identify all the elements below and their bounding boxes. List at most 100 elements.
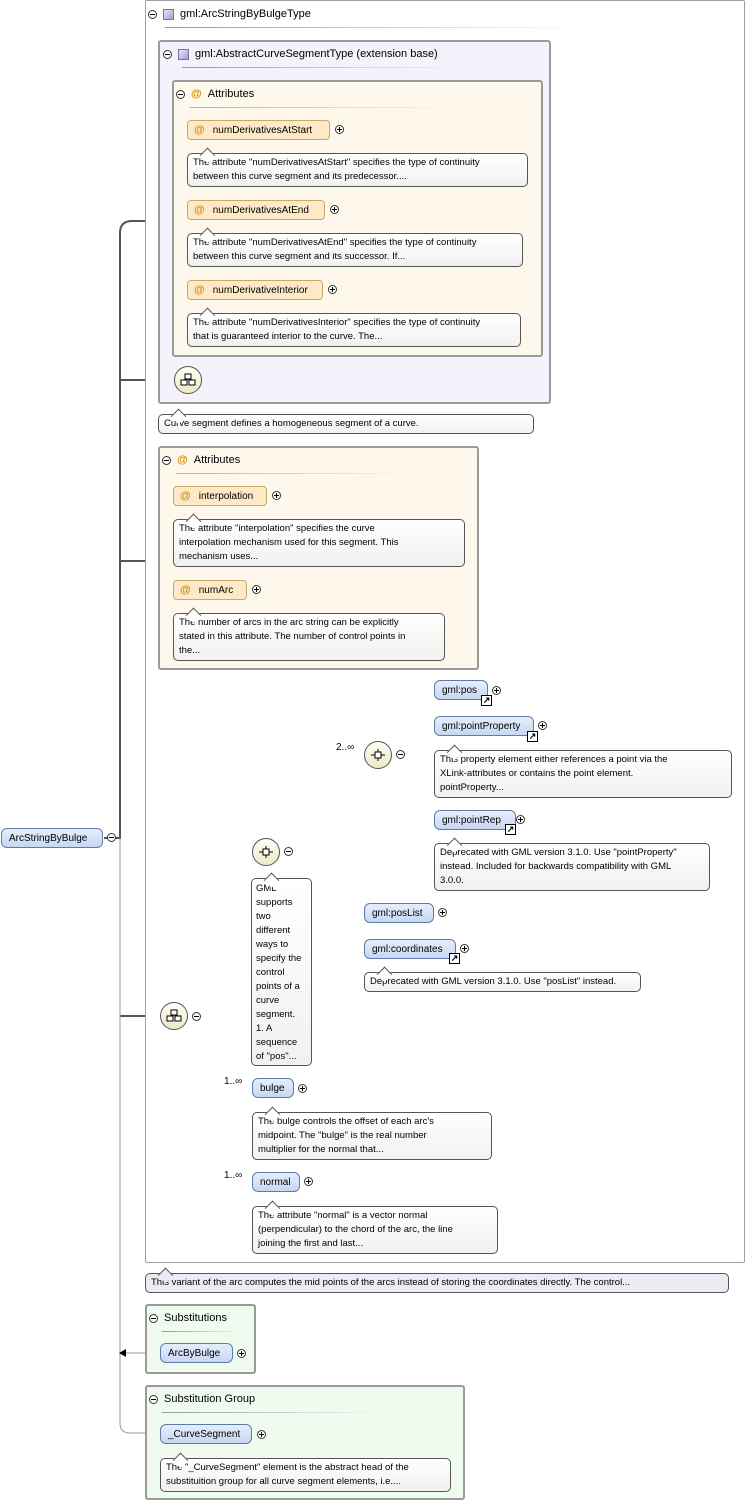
header-divider — [176, 473, 416, 474]
doc-line: The "_CurveSegment" element is the abstr… — [166, 1462, 409, 1473]
sequence-icon — [180, 373, 196, 386]
sequence-compositor[interactable] — [160, 1002, 188, 1030]
attributes-title: Attributes — [207, 88, 255, 100]
documentation-note: GML supports two different ways to speci… — [251, 878, 312, 1066]
choice-compositor[interactable] — [252, 838, 280, 866]
expand-icon[interactable] — [328, 285, 337, 294]
doc-line: between this curve segment and its prede… — [193, 171, 407, 182]
doc-line: The bulge controls the offset of each ar… — [258, 1116, 434, 1127]
element-gml-coordinates[interactable]: gml:coordinates — [364, 939, 456, 959]
doc-line: Deprecated with GML version 3.1.0. Use "… — [370, 976, 617, 987]
doc-line: GML — [256, 883, 277, 894]
header-divider — [165, 27, 585, 28]
collapse-icon[interactable] — [149, 1313, 158, 1323]
reference-arrow-icon: ↗ — [505, 824, 516, 835]
collapse-icon[interactable] — [284, 847, 293, 856]
attribute-numArc[interactable]: @ numArc — [173, 580, 247, 600]
element-gml-pointProperty[interactable]: gml:pointProperty — [434, 716, 534, 736]
sequence-compositor[interactable] — [174, 366, 202, 394]
element-ArcByBulge[interactable]: ArcByBulge — [160, 1343, 233, 1363]
choice-compositor[interactable] — [364, 741, 392, 769]
expand-icon[interactable] — [538, 721, 547, 730]
reference-arrow-icon: ↗ — [449, 953, 460, 964]
documentation-note: Deprecated with GML version 3.1.0. Use "… — [364, 972, 641, 992]
element-normal[interactable]: normal — [252, 1172, 300, 1192]
doc-line: control — [256, 967, 285, 978]
choice-icon — [259, 846, 273, 858]
substitutions-title: Substitutions — [164, 1312, 227, 1324]
root-element-ArcStringByBulge[interactable]: ArcStringByBulge — [1, 828, 103, 848]
attribute-icon: @ — [191, 88, 202, 100]
expand-icon[interactable] — [272, 491, 281, 500]
expand-icon[interactable] — [460, 944, 469, 953]
attribute-interpolation[interactable]: @ interpolation — [173, 486, 267, 506]
choice-icon — [371, 749, 385, 761]
attributes-header: @ Attributes — [162, 454, 240, 466]
doc-line: Curve segment defines a homogeneous segm… — [164, 418, 419, 429]
doc-line: two — [256, 911, 271, 922]
element-name: ArcByBulge — [168, 1347, 221, 1359]
sequence-icon — [166, 1009, 182, 1022]
doc-line: The attribute "numDerivativesInterior" s… — [193, 317, 481, 328]
documentation-note: The attribute "normal" is a vector norma… — [252, 1206, 498, 1254]
collapse-icon[interactable] — [396, 750, 405, 759]
element-_CurveSegment[interactable]: _CurveSegment — [160, 1424, 252, 1444]
documentation-note: The "_CurveSegment" element is the abstr… — [160, 1458, 451, 1492]
expand-icon[interactable] — [257, 1430, 266, 1439]
documentation-note: The attribute "numDerivativesAtStart" sp… — [187, 153, 528, 187]
expand-icon[interactable] — [237, 1349, 246, 1358]
doc-line: segment. — [256, 1009, 296, 1020]
expand-icon[interactable] — [335, 125, 344, 134]
doc-line: The number of arcs in the arc string can… — [179, 617, 399, 628]
collapse-icon[interactable] — [192, 1012, 201, 1021]
element-bulge[interactable]: bulge — [252, 1078, 294, 1098]
element-name: gml:pointProperty — [442, 720, 521, 732]
element-name: gml:coordinates — [372, 943, 443, 955]
doc-line: Deprecated with GML version 3.1.0. Use "… — [440, 847, 677, 858]
collapse-icon[interactable] — [163, 49, 172, 59]
element-name: ArcStringByBulge — [9, 832, 88, 844]
doc-line: XLink-attributes or contains the point e… — [440, 768, 634, 779]
attribute-icon: @ — [194, 284, 205, 296]
attribute-icon: @ — [194, 124, 205, 136]
expand-icon[interactable] — [298, 1084, 307, 1093]
doc-line: supports — [256, 897, 293, 908]
expand-icon[interactable] — [492, 686, 501, 695]
documentation-note: The bulge controls the offset of each ar… — [252, 1112, 492, 1160]
collapse-icon[interactable] — [162, 455, 171, 465]
substitution-group-title: Substitution Group — [164, 1393, 256, 1405]
collapse-icon[interactable] — [148, 9, 157, 19]
doc-line: sequence — [256, 1037, 298, 1048]
attribute-numDerivativesAtEnd[interactable]: @ numDerivativesAtEnd — [187, 200, 325, 220]
doc-line: pointProperty... — [440, 782, 504, 793]
expand-icon[interactable] — [252, 585, 261, 594]
substitutions-header: Substitutions — [149, 1312, 227, 1324]
extension-base-header: gml:AbstractCurveSegmentType (extension … — [163, 48, 438, 60]
attribute-name: numDerivativesAtEnd — [212, 204, 309, 216]
element-gml-pos[interactable]: gml:pos — [434, 680, 488, 700]
expand-icon[interactable] — [516, 815, 525, 824]
element-name: _CurveSegment — [168, 1428, 241, 1440]
doc-line: substituition group for all curve segmen… — [166, 1476, 401, 1487]
expand-icon[interactable] — [304, 1177, 313, 1186]
complex-type-icon — [178, 48, 189, 60]
element-name: bulge — [260, 1082, 285, 1094]
element-gml-posList[interactable]: gml:posList — [364, 903, 434, 923]
element-name: normal — [260, 1176, 291, 1188]
header-divider — [162, 1412, 382, 1413]
expand-icon[interactable] — [330, 205, 339, 214]
reference-arrow-icon: ↗ — [481, 695, 492, 706]
attribute-numDerivativeInterior[interactable]: @ numDerivativeInterior — [187, 280, 323, 300]
documentation-note: The attribute "numDerivativesAtEnd" spec… — [187, 233, 523, 267]
doc-line: The attribute "numDerivativesAtStart" sp… — [193, 157, 480, 168]
collapse-icon[interactable] — [176, 89, 185, 99]
attribute-name: interpolation — [198, 490, 254, 502]
collapse-icon[interactable] — [149, 1394, 158, 1404]
expand-icon[interactable] — [438, 908, 447, 917]
collapse-icon[interactable] — [107, 833, 116, 842]
attribute-numDerivativesAtStart[interactable]: @ numDerivativesAtStart — [187, 120, 330, 140]
doc-line: that is guaranteed interior to the curve… — [193, 331, 383, 342]
documentation-note: The attribute "interpolation" specifies … — [173, 519, 465, 567]
documentation-note: The number of arcs in the arc string can… — [173, 613, 445, 661]
element-gml-pointRep[interactable]: gml:pointRep — [434, 810, 516, 830]
